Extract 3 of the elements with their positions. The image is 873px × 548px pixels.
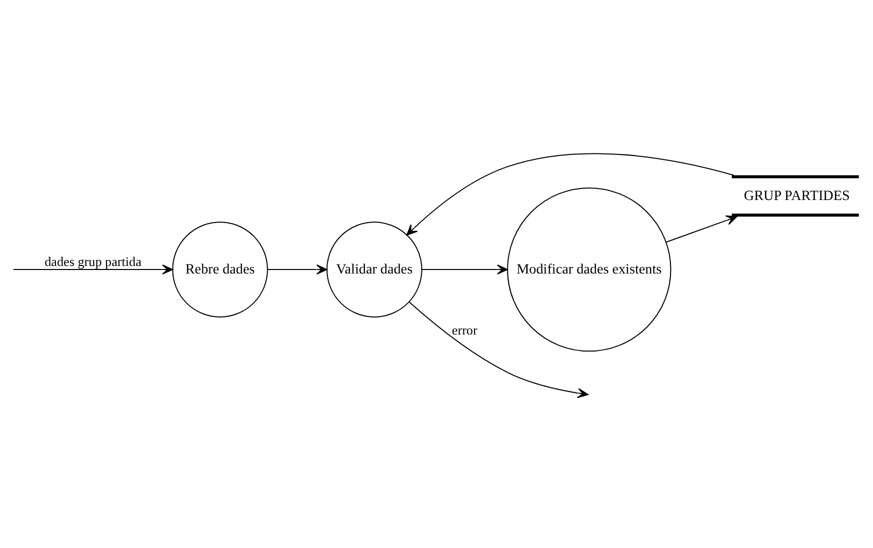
edge-label: error [452,322,478,338]
node-text: GRUP PARTIDES [744,188,850,204]
edge-label: dades grup partida [44,254,142,269]
